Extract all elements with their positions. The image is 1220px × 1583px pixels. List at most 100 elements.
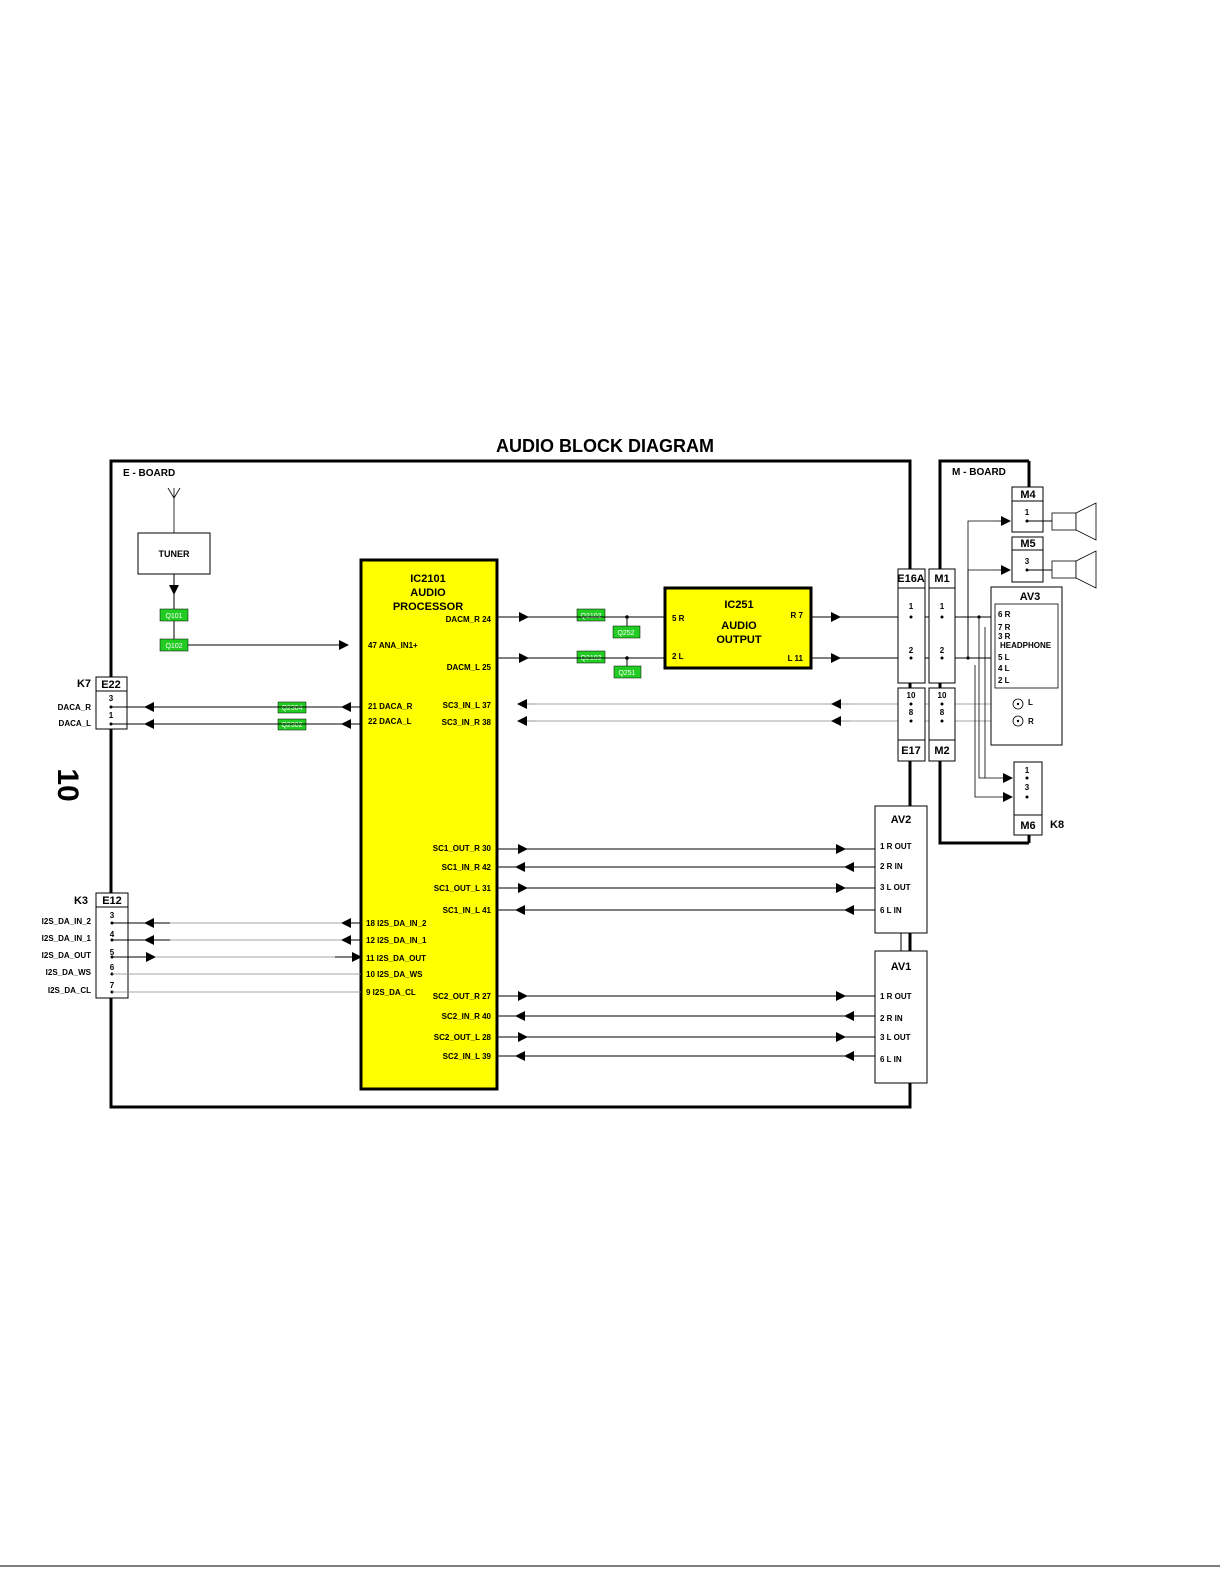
m2-label: M2: [934, 745, 949, 757]
m6-pin3: 3: [1025, 783, 1030, 792]
m6-pin1: 1: [1025, 766, 1030, 775]
av3-pin-6r: 6 R: [998, 610, 1011, 619]
pin-sc3-in-l: SC3_IN_L 37: [443, 701, 492, 710]
pin-sc2-in-r: SC2_IN_R 40: [442, 1012, 492, 1021]
q101-label: Q101: [165, 613, 182, 620]
e16a-pin1: 1: [909, 602, 914, 611]
av3-pin-2l: 2 L: [998, 676, 1010, 685]
pin-i2s-in1: 12 I2S_DA_IN_1: [366, 936, 427, 945]
daca-signal-lines: [111, 702, 361, 729]
sc3-input-lines: [520, 703, 1010, 722]
scart-signal-lines: [497, 844, 875, 1061]
e17-pin8: 8: [909, 708, 914, 717]
av3-label: AV3: [1020, 591, 1041, 603]
dacm-signal-lines: [497, 612, 665, 666]
q2102-badge: [576, 608, 606, 622]
q252-label: Q252: [617, 630, 634, 637]
m5-label: M5: [1020, 538, 1035, 550]
av2-pin-4: 6 L IN: [880, 906, 902, 915]
e-board-label: E - BOARD: [123, 468, 175, 479]
e17-label: E17: [901, 745, 921, 757]
q101-badge: [159, 608, 189, 622]
m4-label: M4: [1020, 489, 1036, 501]
k3-sig-in2: I2S_DA_IN_2: [42, 917, 92, 926]
ic251-block: [663, 586, 813, 670]
antenna-icon: [167, 487, 181, 533]
q2103-badge: [576, 650, 606, 664]
av3-jack-l: L: [1028, 698, 1033, 707]
av1-pin-2: 2 R IN: [880, 1014, 903, 1023]
speaker-right-icon: [1051, 502, 1097, 541]
ic251-pin-r7: R 7: [791, 611, 804, 620]
m5-pin: 3: [1025, 557, 1030, 566]
ic2101-line3: PROCESSOR: [393, 601, 463, 613]
m5-connector: [1011, 536, 1044, 583]
k3-sig-cl: I2S_DA_CL: [48, 986, 91, 995]
e16a-label: E16A: [897, 573, 925, 585]
av3-headphone: HEADPHONE: [1000, 641, 1052, 650]
av3-jack-r-icon: [1012, 715, 1024, 727]
av3-headphone-block: [994, 603, 1059, 689]
tuner-label: TUNER: [159, 549, 190, 559]
av3-pin-7r: 7 R: [998, 623, 1011, 632]
q2304-label: Q2304: [281, 705, 302, 712]
ic251-line3: OUTPUT: [716, 634, 762, 646]
q102-badge: [159, 638, 189, 652]
av1-pin-1: 1 R OUT: [880, 992, 912, 1001]
e12-pin7: 7: [110, 981, 115, 990]
pin-sc2-in-l: SC2_IN_L 39: [443, 1052, 492, 1061]
m1-pin1: 1: [940, 602, 945, 611]
av1-pin-4: 6 L IN: [880, 1055, 902, 1064]
ic251-name: IC251: [724, 599, 753, 611]
m4-pin: 1: [1025, 508, 1030, 517]
m2-connector: [928, 687, 956, 762]
av1-block: [874, 950, 928, 1084]
av2-label: AV2: [891, 814, 912, 826]
speaker-left-icon: [1051, 550, 1097, 589]
m1-label: M1: [934, 573, 949, 585]
pin-dacm-r: DACM_R 24: [446, 615, 492, 624]
av1-pin-3: 3 L OUT: [880, 1033, 911, 1042]
av1-label: AV1: [891, 961, 912, 973]
e16a-connector: [897, 568, 926, 684]
k7-sig-daca-r: DACA_R: [58, 703, 92, 712]
av3-pin-4l: 4 L: [998, 664, 1010, 673]
e17-connector: [897, 687, 926, 762]
av2-pin-1: 1 R OUT: [880, 842, 912, 851]
k3-label: K3: [74, 895, 88, 907]
e17-pin10: 10: [907, 691, 916, 700]
e12-label: E12: [102, 895, 122, 907]
ic2101-name: IC2101: [410, 573, 445, 585]
pin-sc2-out-r: SC2_OUT_R 27: [433, 992, 492, 1001]
av3-pin-5l: 5 L: [998, 653, 1010, 662]
m2-pin8: 8: [940, 708, 945, 717]
m2-pin10: 10: [938, 691, 947, 700]
tuner-block: [137, 532, 211, 575]
k7-label: K7: [77, 678, 91, 690]
ic251-pin-5r: 5 R: [672, 614, 685, 623]
av3-jack-r: R: [1028, 717, 1034, 726]
diagram-title: AUDIO BLOCK DIAGRAM: [496, 436, 714, 456]
e12-pin6: 6: [110, 963, 115, 972]
e16a-pin2: 2: [909, 646, 914, 655]
av3-jack-l-icon: [1012, 698, 1024, 710]
k8-label: K8: [1050, 819, 1064, 831]
e22-pin3: 3: [109, 694, 114, 703]
e12-pin5: 5: [110, 948, 115, 957]
av2-pin-2: 2 R IN: [880, 862, 903, 871]
pin-sc1-out-l: SC1_OUT_L 31: [434, 884, 492, 893]
pin-daca-r: 21 DACA_R: [368, 702, 413, 711]
ic2101-line2: AUDIO: [410, 587, 446, 599]
e-board-frame: [109, 459, 912, 1109]
k3-sig-ws: I2S_DA_WS: [46, 968, 92, 977]
e22-pin1: 1: [109, 711, 114, 720]
q102-label: Q102: [165, 643, 182, 650]
m-board-wiring: [967, 516, 1013, 802]
m6-label: M6: [1020, 820, 1035, 832]
ic251-line2: AUDIO: [721, 620, 757, 632]
m1-pin2: 2: [940, 646, 945, 655]
e12-pin4: 4: [110, 930, 115, 939]
pin-daca-l: 22 DACA_L: [368, 717, 412, 726]
ic2101-block: [359, 558, 499, 1091]
